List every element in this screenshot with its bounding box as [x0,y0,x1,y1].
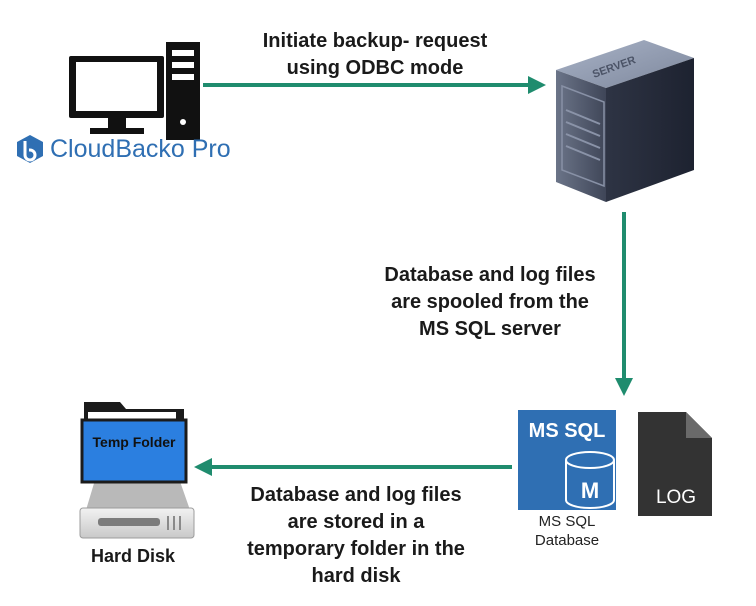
mssql-database-icon: MS SQL M MS SQL Database [518,410,616,549]
hard-disk-caption: Hard Disk [91,546,176,566]
mssql-letter: M [581,478,599,503]
computer-icon [69,42,200,140]
arrow-to-server [203,76,546,94]
arrow-to-mssql [615,212,633,396]
step1-line1: Initiate backup- request [262,30,488,52]
step3-label: Database and log files are stored in a t… [220,482,492,590]
folder-icon: Temp Folder [80,402,188,484]
step3-line2: are stored in a [287,511,425,533]
mssql-title: MS SQL [529,420,606,442]
mssql-caption-line1: MS SQL [539,513,596,530]
step2-label: Database and log files are spooled from … [362,262,618,343]
step2-line1: Database and log files [384,264,596,286]
step3-line4: hard disk [311,565,401,587]
folder-label: Temp Folder [93,434,177,450]
arrow-to-hard-disk [194,458,512,476]
mssql-caption-line2: Database [535,532,599,549]
step2-line2: are spooled from the [391,291,589,313]
step1-line2: using ODBC mode [286,57,464,79]
cloudbacko-brand: CloudBacko Pro [16,134,231,164]
step1-label: Initiate backup- request using ODBC mode [230,28,520,82]
brand-name: CloudBacko Pro [50,134,231,163]
step3-line1: Database and log files [250,484,462,506]
log-file-icon: LOG [638,412,712,516]
server-icon: SERVER [556,40,694,202]
step3-line3: temporary folder in the [247,538,465,560]
step2-line3: MS SQL server [419,318,561,340]
log-label: LOG [656,487,696,508]
cloudbacko-logo-icon [17,135,43,163]
